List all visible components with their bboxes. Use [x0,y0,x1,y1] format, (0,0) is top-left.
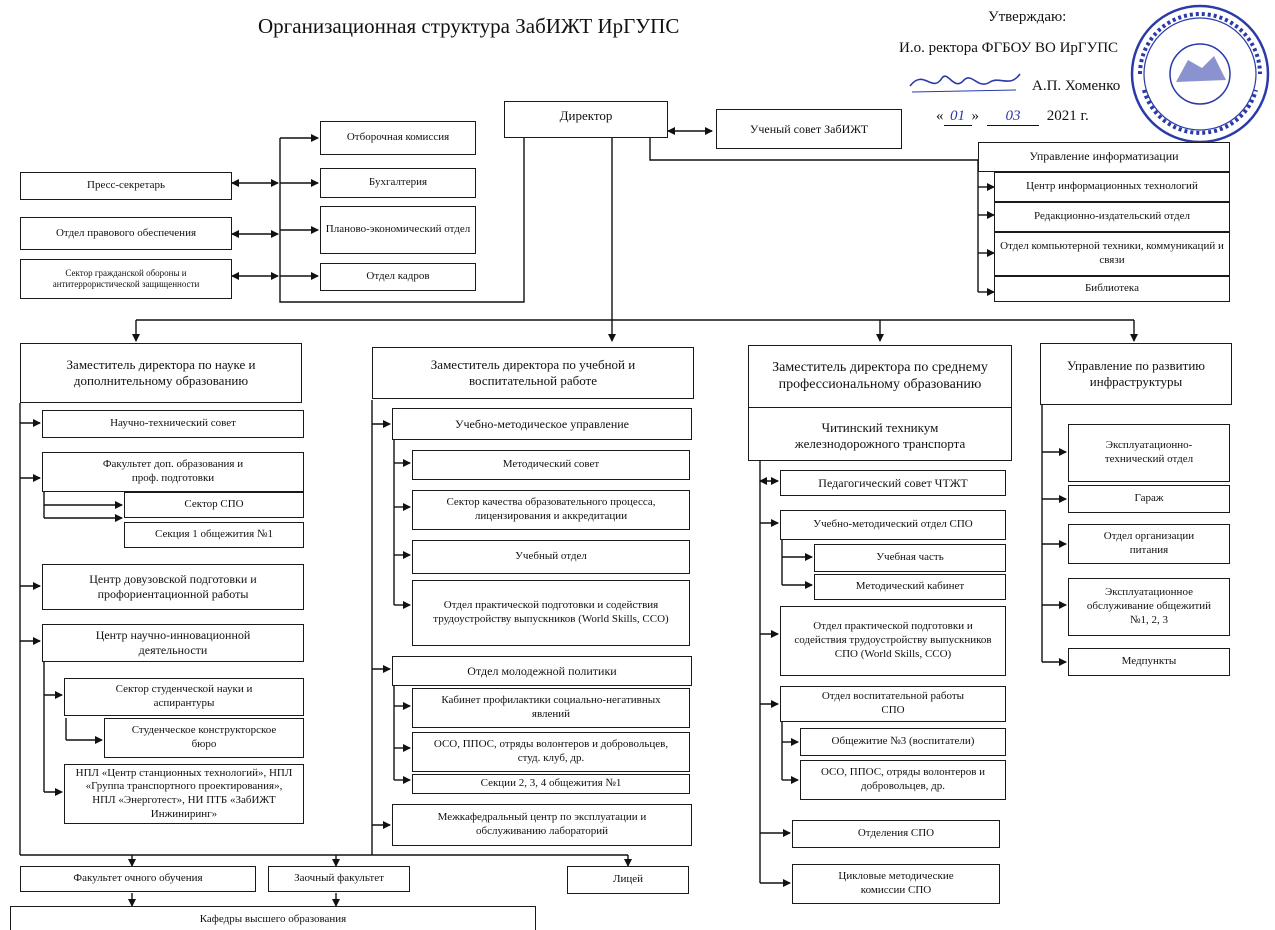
col1-faculty[interactable]: Факультет доп. образования и проф. подго… [42,452,304,492]
approval-line2: И.о. ректора ФГБОУ ВО ИрГУПС [899,40,1119,56]
col2-oso[interactable]: ОСО, ППОС, отряды волонтеров и доброволь… [412,732,690,772]
center-unit-3[interactable]: Отдел кадров [320,263,476,291]
col2-lab-center[interactable]: Межкафедральный центр по эксплуатации и … [392,804,692,846]
signature [906,64,1022,98]
col4-item-0[interactable]: Эксплуатационно-технический отдел [1068,424,1230,482]
col4-title[interactable]: Управление по развитию инфраструктуры [1040,343,1232,405]
left-unit-2[interactable]: Сектор гражданской обороны и антитеррори… [20,259,232,299]
col3-tech[interactable]: Читинский техникум железнодорожного тран… [748,345,1012,461]
col2-quality[interactable]: Сектор качества образовательного процесс… [412,490,690,530]
it-item-1[interactable]: Редакционно-издательский отдел [994,202,1230,232]
left-unit-0[interactable]: Пресс-секретарь [20,172,232,200]
chairs-box[interactable]: Кафедры высшего образования [10,906,536,930]
approval-date: «01» 03 2021 г. [936,108,1089,126]
col1-npl[interactable]: НПЛ «Центр станционных технологий», НПЛ … [64,764,304,824]
col3-title[interactable]: Заместитель директора по среднему профес… [772,360,988,392]
date-day: 01 [943,108,972,126]
col1-innov[interactable]: Центр научно-инновационной деятельности [42,624,304,662]
extramural-faculty[interactable]: Заочный факультет [268,866,410,892]
it-item-3[interactable]: Библиотека [994,276,1230,302]
col2-title[interactable]: Заместитель директора по учебной и воспи… [372,347,694,399]
approval-name: А.П. Хоменко [1032,78,1121,94]
col1-section1[interactable]: Секция 1 общежития №1 [124,522,304,548]
col3-study-part[interactable]: Учебная часть [814,544,1006,572]
col2-method-council[interactable]: Методический совет [412,450,690,480]
col3-title-divider [748,407,1012,408]
col2-youth[interactable]: Отдел молодежной политики [392,656,692,686]
col4-item-1[interactable]: Гараж [1068,485,1230,513]
col3-cycle[interactable]: Цикловые методические комиссии СПО [792,864,1000,904]
col4-item-4[interactable]: Медпункты [1068,648,1230,676]
col3-dorm3[interactable]: Общежитие №3 (воспитатели) [800,728,1006,756]
it-dept-title[interactable]: Управление информатизации [978,142,1230,172]
col3-ped-council[interactable]: Педагогический совет ЧТЖТ [780,470,1006,496]
col3-edu-work[interactable]: Отдел воспитательной работы СПО [780,686,1006,722]
it-dept: Управление информатизации Центр информац… [978,142,1230,302]
date-year: 2021 г. [1046,108,1089,124]
col3-practice-spo[interactable]: Отдел практической подготовки и содейств… [780,606,1006,676]
col3-umo-spo[interactable]: Учебно-методический отдел СПО [780,510,1006,540]
col2-prevention[interactable]: Кабинет профилактики социально-негативны… [412,688,690,728]
it-item-0[interactable]: Центр информационных технологий [994,172,1230,202]
date-quote-open: « [936,108,944,124]
date-month: 03 [987,108,1039,126]
col4-item-2[interactable]: Отдел организации питания [1068,524,1230,564]
council-box[interactable]: Ученый совет ЗабИЖТ [716,109,902,149]
center-unit-2[interactable]: Планово-экономический отдел [320,206,476,254]
col4-item-3[interactable]: Эксплуатационное обслуживание общежитий … [1068,578,1230,636]
col1-pre-univ[interactable]: Центр довузовской подготовки и профориен… [42,564,304,610]
col2-umu[interactable]: Учебно-методическое управление [392,408,692,440]
date-quote-close: » [971,108,980,124]
col2-practice[interactable]: Отдел практической подготовки и содейств… [412,580,690,646]
center-unit-1[interactable]: Бухгалтерия [320,168,476,198]
col1-student-sci[interactable]: Сектор студенческой науки и аспирантуры [64,678,304,716]
col1-design-bureau[interactable]: Студенческое конструкторское бюро [104,718,304,758]
it-item-2[interactable]: Отдел компьютерной техники, коммуникаций… [994,232,1230,276]
col2-study-dept[interactable]: Учебный отдел [412,540,690,574]
official-seal [1128,2,1272,146]
col3-method-cab[interactable]: Методический кабинет [814,574,1006,600]
fulltime-faculty[interactable]: Факультет очного обучения [20,866,256,892]
col3-oso-spo[interactable]: ОСО, ППОС, отряды волонтеров и доброволь… [800,760,1006,800]
lyceum[interactable]: Лицей [567,866,689,894]
approval-line1: Утверждаю: [988,9,1067,25]
col1-ntc[interactable]: Научно-технический совет [42,410,304,438]
col1-title[interactable]: Заместитель директора по науке и дополни… [20,343,302,403]
col2-sections[interactable]: Секции 2, 3, 4 общежития №1 [412,774,690,794]
director-box[interactable]: Директор [504,101,668,138]
col3-departments[interactable]: Отделения СПО [792,820,1000,848]
left-unit-1[interactable]: Отдел правового обеспечения [20,217,232,250]
col1-spo-sector[interactable]: Сектор СПО [124,492,304,518]
center-unit-0[interactable]: Отборочная комиссия [320,121,476,155]
page-title: Организационная структура ЗабИЖТ ИрГУПС [258,14,680,38]
